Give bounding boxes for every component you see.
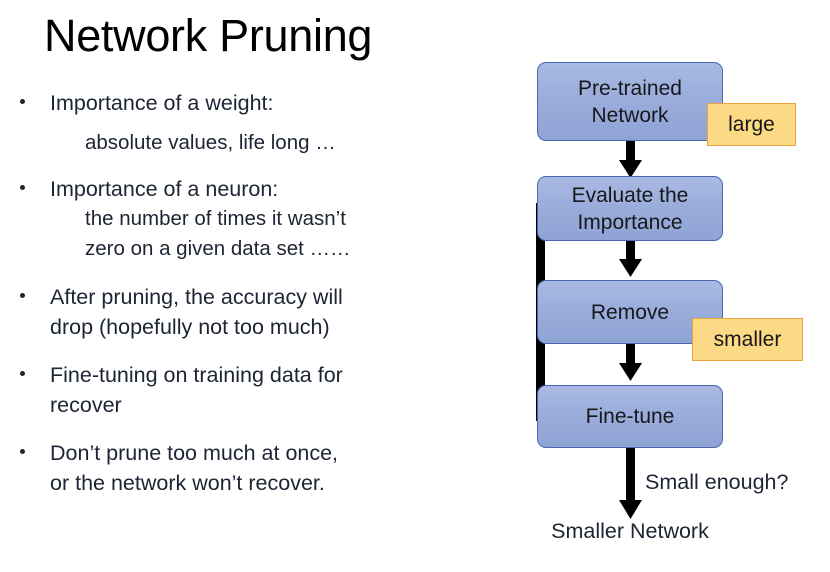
flow-node-line: Evaluate the: [571, 183, 689, 207]
flow-node-line: Pre-trained: [578, 76, 682, 100]
sub-line: the number of times it wasn’t: [85, 207, 346, 230]
page-title: Network Pruning: [44, 10, 373, 61]
label-small-enough: Small enough?: [645, 470, 789, 494]
bullet-list: Importance of a weight: absolute values,…: [0, 88, 446, 498]
list-item: Importance of a weight: absolute values,…: [0, 88, 446, 158]
flow-node-line: Importance: [577, 210, 683, 234]
bullet-text: After pruning, the accuracy will: [50, 285, 343, 309]
bullet-line: Don’t prune too much at once,: [0, 438, 446, 468]
bullet-dot-icon: [20, 293, 25, 298]
sub-line: absolute values, life long …: [85, 131, 336, 154]
bullet-text: Don’t prune too much at once,: [50, 441, 339, 465]
callout-large: large: [707, 103, 796, 146]
callout-label: large: [728, 112, 775, 136]
arrow-finetune-to-output: [619, 448, 642, 519]
arrow-pretrained-to-evaluate: [619, 141, 642, 178]
bullet-line: After pruning, the accuracy will: [0, 282, 446, 312]
bullet-continuation: drop (hopefully not too much): [50, 315, 330, 339]
spacer: [0, 420, 446, 438]
spacer: [0, 158, 446, 174]
label-smaller-network: Smaller Network: [551, 519, 709, 543]
flow-node-line: Fine-tune: [585, 405, 675, 428]
arrow-remove-to-finetune: [619, 344, 642, 381]
bullet-text: Importance of a weight:: [50, 91, 274, 115]
list-item: After pruning, the accuracy will drop (h…: [0, 282, 446, 342]
bullet-continuation: or the network won’t recover.: [50, 471, 325, 495]
bullet-text: Fine-tuning on training data for: [50, 363, 343, 387]
sub-line: zero on a given data set ……: [85, 237, 351, 260]
spacer: [0, 264, 446, 282]
spacer: [0, 342, 446, 360]
spacer: [0, 118, 446, 128]
bullet-line: Fine-tuning on training data for: [0, 360, 446, 390]
bullet-continuation: recover: [50, 393, 122, 417]
bullet-text: Importance of a neuron:: [50, 177, 279, 201]
flow-node-pretrained-network[interactable]: Pre-trained Network: [537, 62, 723, 141]
list-item: Fine-tuning on training data for recover: [0, 360, 446, 420]
bullet-dot-icon: [20, 449, 25, 454]
bullet-dot-icon: [20, 371, 25, 376]
pruning-flowchart: Pre-trained Network large Evaluate the I…: [430, 0, 830, 572]
flow-node-line: Network: [591, 103, 669, 127]
bullet-line: Importance of a weight:: [0, 88, 446, 118]
list-item: Don’t prune too much at once, or the net…: [0, 438, 446, 498]
flow-node-finetune[interactable]: Fine-tune: [537, 385, 723, 448]
flow-node-evaluate-importance[interactable]: Evaluate the Importance: [537, 176, 723, 241]
callout-smaller: smaller: [692, 318, 803, 361]
callout-label: smaller: [713, 327, 782, 351]
flow-node-line: Remove: [590, 300, 670, 324]
list-item: Importance of a neuron: the number of ti…: [0, 174, 446, 264]
bullet-dot-icon: [20, 185, 25, 190]
arrow-evaluate-to-remove: [619, 240, 642, 277]
bullet-dot-icon: [20, 99, 25, 104]
bullet-line: Importance of a neuron:: [0, 174, 446, 204]
